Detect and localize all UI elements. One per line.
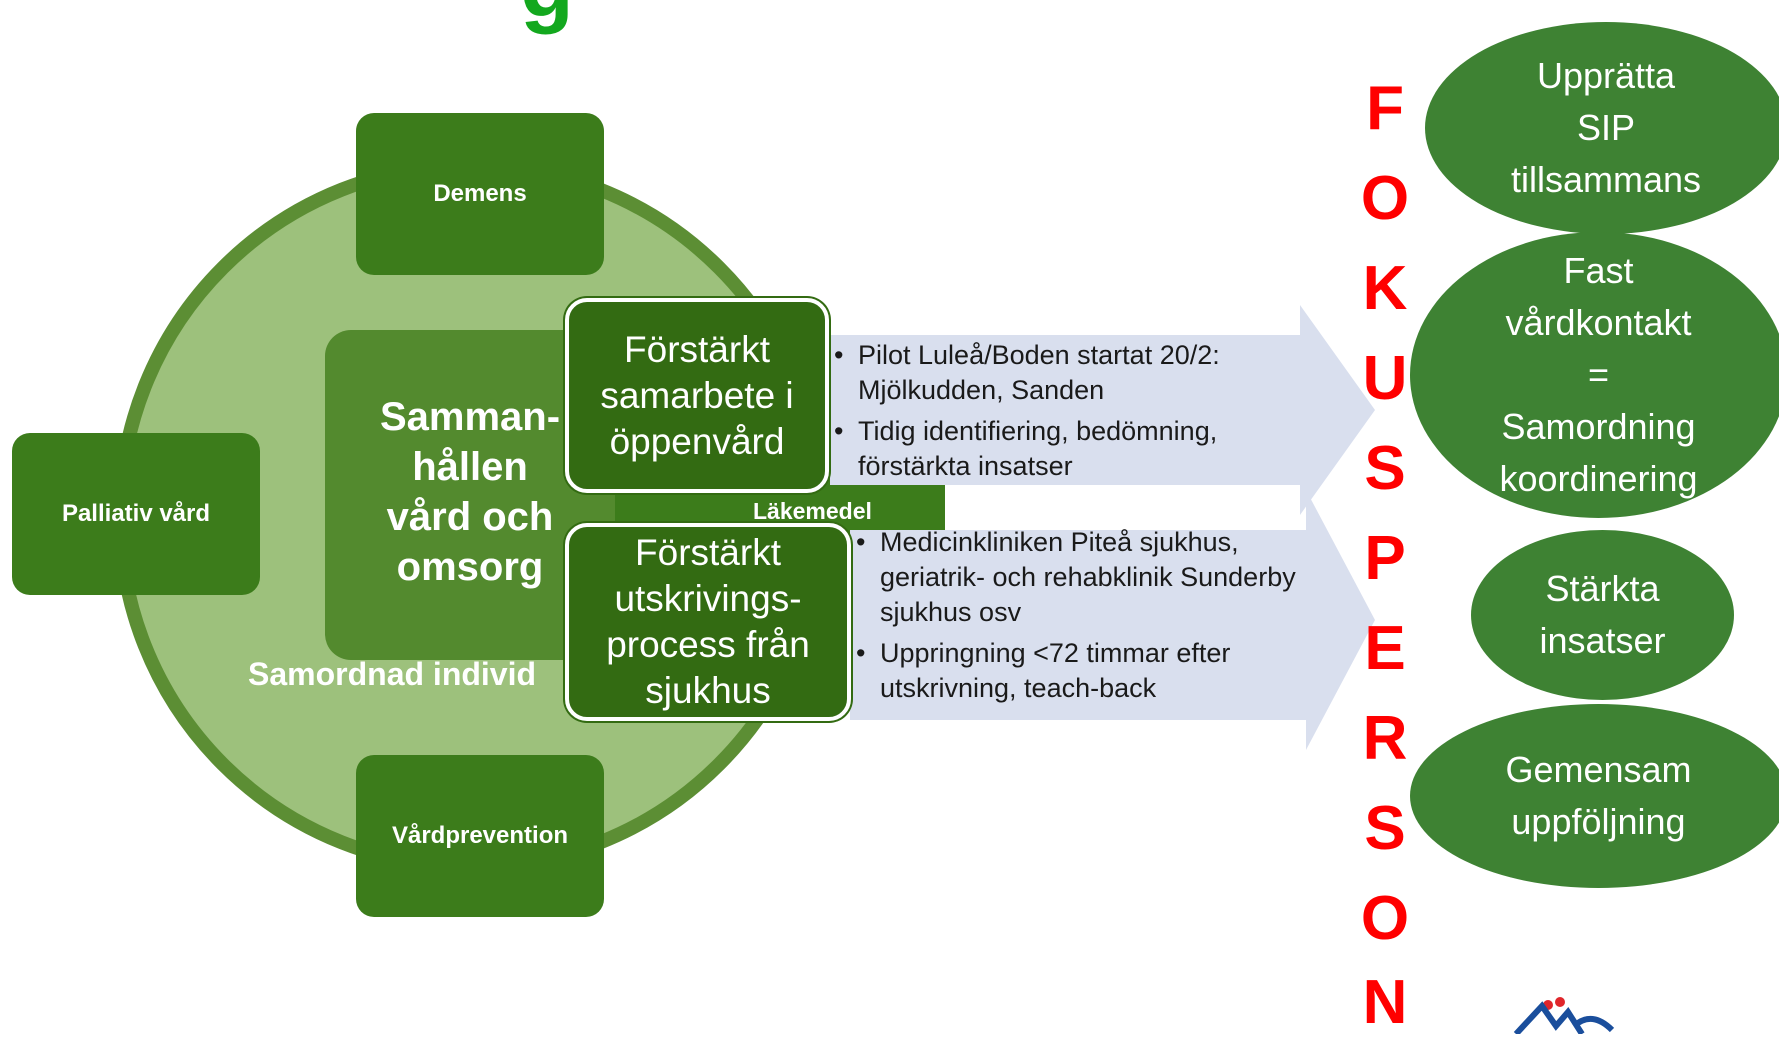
vertical-letter: U	[1362, 344, 1408, 413]
page-title-fragment: g	[520, 0, 574, 30]
bullet-dot: •	[856, 638, 866, 668]
outcome-ellipse-4: Gemensam uppföljning	[1410, 704, 1779, 888]
initiative-box-discharge: Förstärkt utskrivings- process från sjuk…	[565, 523, 851, 721]
organization-logo	[1512, 996, 1622, 1039]
vertical-letter: O	[1360, 884, 1410, 953]
arrow-shape-1	[830, 305, 1375, 515]
bullet-dot: •	[834, 416, 844, 446]
bullet-text: Medicinkliniken Piteå sjukhus, geriatrik…	[880, 527, 1296, 627]
vertical-letter: K	[1362, 254, 1408, 323]
bullet-text: Tidig identifiering, bedömning, förstärk…	[858, 416, 1218, 481]
vertical-letter: F	[1366, 74, 1404, 143]
vertical-letter: E	[1364, 614, 1406, 683]
initiative-box-outpatient: Förstärkt samarbete i öppenvård	[565, 298, 829, 493]
bullet-item: • Uppringning <72 timmar efter utskrivni…	[856, 636, 1296, 706]
satellite-box-top: Demens	[356, 113, 604, 275]
arrow-shape-2	[850, 490, 1375, 750]
bullet-list-1: • Pilot Luleå/Boden startat 20/2: Mjölku…	[834, 338, 1254, 490]
vertical-letter: N	[1362, 968, 1408, 1037]
core-text: Samman- hållen vård och omsorg	[379, 395, 561, 589]
outcome-text-1: Upprätta SIP tillsammans	[1510, 55, 1702, 200]
vertical-letter: S	[1364, 434, 1406, 503]
satellite-label-left: Palliativ vård	[61, 500, 211, 527]
satellite-box-left: Palliativ vård	[12, 433, 260, 595]
vertical-letter: P	[1364, 524, 1406, 593]
vertical-letter: S	[1364, 794, 1406, 863]
initiative-title-1: Förstärkt samarbete i öppenvård	[600, 328, 794, 462]
satellite-box-bottom: Vårdprevention	[356, 755, 604, 917]
bullet-item: • Medicinkliniken Piteå sjukhus, geriatr…	[856, 525, 1296, 630]
circle-label: Samordnad individ	[248, 656, 537, 692]
outcome-text-4: Gemensam uppföljning	[1505, 749, 1692, 842]
outcome-ellipse-1: Upprätta SIP tillsammans	[1425, 22, 1779, 234]
bullet-item: • Tidig identifiering, bedömning, förstä…	[834, 414, 1254, 484]
satellite-label-right: Läkemedel	[753, 498, 872, 524]
bullet-text: Pilot Luleå/Boden startat 20/2: Mjölkudd…	[858, 340, 1220, 405]
vertical-letter: O	[1360, 164, 1410, 233]
vertical-letter: R	[1362, 704, 1408, 773]
outcome-text-2: Fast vårdkontakt = Samordning koordineri…	[1499, 250, 1698, 499]
satellite-label-bottom: Vårdprevention	[391, 822, 569, 849]
bullet-text: Uppringning <72 timmar efter utskrivning…	[880, 638, 1231, 703]
bullet-list-2: • Medicinkliniken Piteå sjukhus, geriatr…	[856, 525, 1296, 712]
bullet-dot: •	[856, 527, 866, 557]
satellite-label-top: Demens	[433, 180, 527, 207]
outcome-ellipse-2: Fast vårdkontakt = Samordning koordineri…	[1410, 232, 1779, 518]
outcome-text-3: Stärkta insatser	[1539, 568, 1666, 661]
outcome-ellipse-3: Stärkta insatser	[1471, 530, 1734, 700]
initiative-title-2: Förstärkt utskrivings- process från sjuk…	[606, 532, 810, 711]
bullet-dot: •	[834, 340, 844, 370]
bullet-item: • Pilot Luleå/Boden startat 20/2: Mjölku…	[834, 338, 1254, 408]
